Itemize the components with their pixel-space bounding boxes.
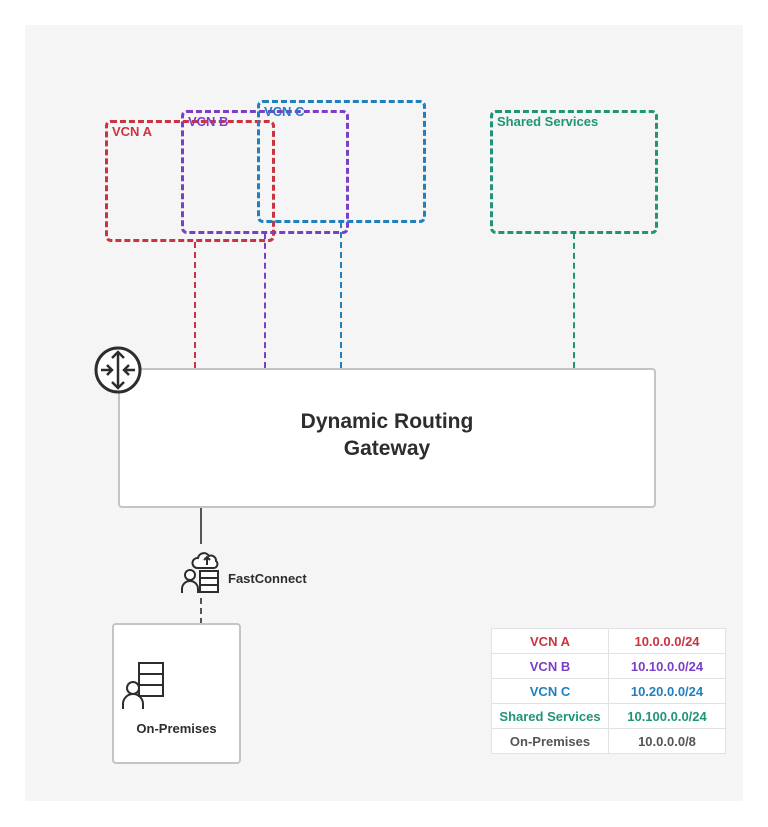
vcn-b-connector [264,233,266,368]
cidr-row-name: Shared Services [491,703,609,729]
shared-services-box[interactable]: Shared Services [490,110,658,234]
cidr-row-value: 10.0.0.0/8 [608,728,726,754]
cidr-row-name: VCN C [491,678,609,704]
cidr-table: VCN A 10.0.0.0/24 VCN B 10.10.0.0/24 VCN… [491,628,726,754]
cidr-row-value: 10.20.0.0/24 [608,678,726,704]
vcn-a-box[interactable]: VCN A [105,120,275,242]
fastconnect-onprem-link [200,598,202,624]
fastconnect-label: FastConnect [228,571,307,586]
vcn-a-label: VCN A [112,124,152,139]
fastconnect-icon [181,552,219,593]
vcn-c-label: VCN C [264,104,305,119]
cidr-row-value: 10.10.0.0/24 [608,653,726,679]
table-row: On-Premises 10.0.0.0/8 [491,728,726,754]
gateway-title-line1: Dynamic Routing [300,410,474,433]
table-row: VCN A 10.0.0.0/24 [491,628,726,654]
cidr-row-value: 10.100.0.0/24 [608,703,726,729]
on-premises-label: On-Premises [136,721,217,736]
vcn-c-box[interactable]: VCN C [257,100,426,223]
cidr-row-name: VCN A [491,628,609,654]
dynamic-routing-gateway[interactable]: Dynamic Routing Gateway [118,368,656,508]
table-row: VCN B 10.10.0.0/24 [491,653,726,679]
cidr-row-value: 10.0.0.0/24 [608,628,726,654]
gateway-title: Dynamic Routing Gateway [120,408,654,462]
shared-services-connector [573,233,575,368]
router-icon [94,346,142,394]
cidr-row-name: VCN B [491,653,609,679]
table-row: Shared Services 10.100.0.0/24 [491,703,726,729]
gateway-fastconnect-link [200,508,202,544]
vcn-b-label: VCN B [188,114,229,129]
vcn-c-connector [340,222,342,368]
table-row: VCN C 10.20.0.0/24 [491,678,726,704]
vcn-a-connector [194,242,196,368]
gateway-title-line2: Gateway [343,437,431,460]
cidr-row-name: On-Premises [491,728,609,754]
datacenter-icon [122,662,164,709]
shared-services-label: Shared Services [497,114,599,129]
vcn-b-box[interactable]: VCN B [181,110,349,234]
on-premises-box[interactable]: On-Premises [112,623,241,764]
